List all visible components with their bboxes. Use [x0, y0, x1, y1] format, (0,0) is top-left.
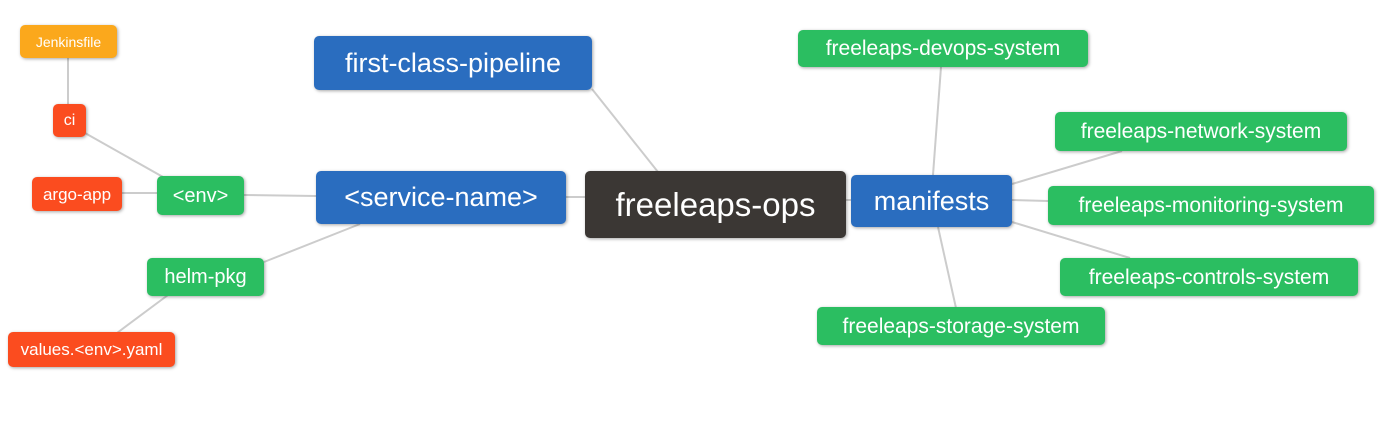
edge-service-name-helm-pkg	[263, 223, 361, 263]
edge-ci-env	[84, 132, 164, 178]
edge-manifests-network	[1011, 150, 1123, 185]
node-freeleaps-monitoring-system[interactable]: freeleaps-monitoring-system	[1048, 186, 1374, 225]
node-manifests[interactable]: manifests	[851, 175, 1012, 227]
node-jenkinsfile[interactable]: Jenkinsfile	[20, 25, 117, 58]
edge-manifests-controls	[1011, 221, 1131, 259]
node-env[interactable]: <env>	[157, 176, 244, 215]
edge-env-service-name	[243, 194, 317, 197]
node-first-class-pipeline[interactable]: first-class-pipeline	[314, 36, 592, 90]
node-freeleaps-network-system[interactable]: freeleaps-network-system	[1055, 112, 1347, 151]
node-values-env-yaml[interactable]: values.<env>.yaml	[8, 332, 175, 367]
node-freeleaps-controls-system[interactable]: freeleaps-controls-system	[1060, 258, 1358, 296]
edge-helm-pkg-values-yaml	[116, 294, 169, 334]
edge-manifests-monitoring	[1011, 199, 1049, 202]
node-helm-pkg[interactable]: helm-pkg	[147, 258, 264, 296]
edge-manifests-storage	[937, 226, 957, 309]
node-argo-app[interactable]: argo-app	[32, 177, 122, 211]
node-freeleaps-ops-root[interactable]: freeleaps-ops	[585, 171, 846, 238]
node-freeleaps-devops-system[interactable]: freeleaps-devops-system	[798, 30, 1088, 67]
node-freeleaps-storage-system[interactable]: freeleaps-storage-system	[817, 307, 1105, 345]
node-ci[interactable]: ci	[53, 104, 86, 137]
node-service-name[interactable]: <service-name>	[316, 171, 566, 224]
edge-pipeline-ops	[591, 88, 659, 173]
edge-manifests-devops	[932, 66, 942, 176]
